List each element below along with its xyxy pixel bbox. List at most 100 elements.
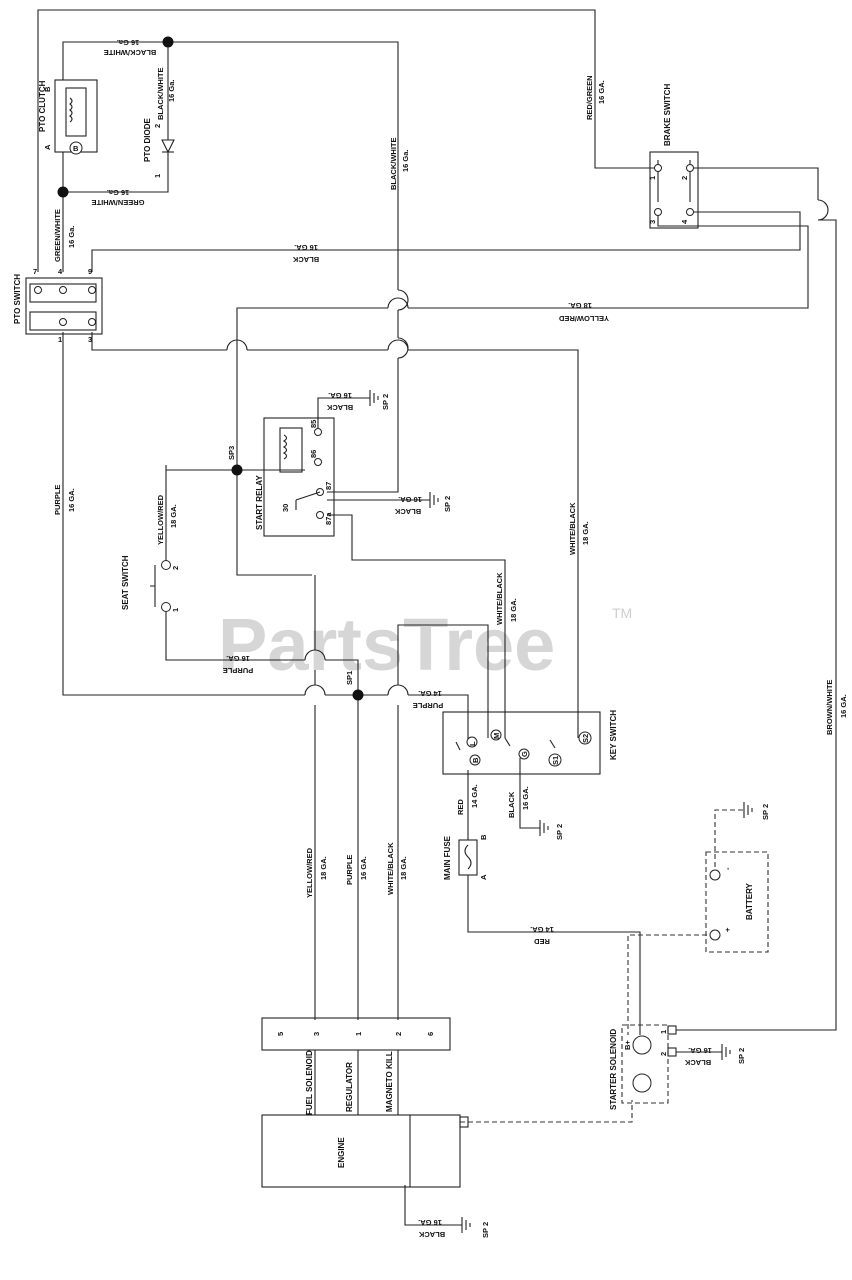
wire-red-batt-ga: 14 GA. <box>530 925 554 934</box>
seat-switch-pin-2: 2 <box>171 566 180 570</box>
wire-black-sol-color: BLACK <box>684 1058 711 1067</box>
wire-bw-vert-color: BLACK/WHITE <box>389 138 398 191</box>
wire-yr-eng-ga: 18 GA. <box>319 856 328 880</box>
starter-solenoid[interactable]: B+ 1 2 STARTER SOLENOID <box>609 1024 677 1110</box>
pto-switch-pin-9: 9 <box>88 267 92 276</box>
wire-purple-key-color: PURPLE <box>413 701 443 710</box>
wire-black-eng-ga: 16 GA. <box>418 1218 442 1227</box>
seat-switch-pin-1: 1 <box>171 608 180 612</box>
main-fuse[interactable]: B A MAIN FUSE <box>443 834 488 880</box>
wire-gw-clutch-color: GREEN/WHITE <box>92 198 145 207</box>
start-relay[interactable]: 85 86 87 87a 30 START RELAY <box>255 417 335 537</box>
pto-switch-pin-1: 1 <box>58 335 62 344</box>
ground-relay87-label: SP 2 <box>443 496 452 512</box>
splice-dot-top <box>162 36 174 48</box>
ground-engine: SP 2 <box>461 1217 490 1238</box>
ground-solenoid-label: SP 2 <box>737 1048 746 1064</box>
brake-switch[interactable]: 1 2 3 4 BRAKE SWITCH <box>648 84 699 229</box>
wire-rg-ga: 16 GA. <box>597 80 606 104</box>
seat-switch-label: SEAT SWITCH <box>121 555 130 610</box>
wire-wb-relay-ga: 18 GA. <box>509 598 518 622</box>
engine-label: ENGINE <box>337 1137 346 1168</box>
pto-switch-pin-4: 4 <box>58 267 63 276</box>
wire-black-pto-color: BLACK <box>292 255 319 264</box>
seat-switch[interactable]: 2 1 SEAT SWITCH <box>121 555 180 612</box>
engine-connector-pin-2: 2 <box>394 1032 403 1036</box>
wire-purple-eng-color: PURPLE <box>345 855 354 885</box>
key-switch-pin-b: B <box>471 757 480 763</box>
engine-connector-pin-1: 1 <box>354 1032 363 1036</box>
pto-switch-pin-7: 7 <box>33 267 37 276</box>
battery[interactable]: - + BATTERY <box>705 851 769 953</box>
wire-black-key-color: BLACK <box>507 791 516 818</box>
ground-engine-label: SP 2 <box>481 1222 490 1238</box>
wire-black-eng-color: BLACK <box>418 1230 445 1239</box>
brake-switch-pin-1: 1 <box>648 176 657 180</box>
wire-brw-color: BROWN/WHITE <box>825 680 834 735</box>
pto-switch-label: PTO SWITCH <box>13 274 22 324</box>
brake-switch-pin-3: 3 <box>648 220 657 224</box>
watermark-text: PartsTree <box>218 603 555 686</box>
pto-clutch-pin-b: B <box>43 86 52 92</box>
engine-connector-pin-5: 5 <box>276 1032 285 1036</box>
wire-wb-eng-color: WHITE/BLACK <box>386 842 395 895</box>
brake-switch-pin-2: 2 <box>680 176 689 180</box>
wire-relay87-ga: 16 GA. <box>398 495 422 504</box>
wire-bw-top-ga: 16 Ga. <box>117 38 140 47</box>
engine-connector-pin-6: 6 <box>426 1032 435 1036</box>
wire-black-key-ga: 16 GA. <box>521 786 530 810</box>
wire-red-batt-color: RED <box>534 937 550 946</box>
start-relay-label: START RELAY <box>255 475 264 530</box>
main-fuse-label: MAIN FUSE <box>443 835 452 880</box>
wire-black-pto-ga: 16 GA. <box>294 243 318 252</box>
wire-gw-vert-color: GREEN/WHITE <box>53 209 62 262</box>
ground-relay85-label: SP 2 <box>381 394 390 410</box>
fuel-solenoid-label: FUEL SOLENOID <box>305 1050 314 1115</box>
wire-wb-relay-color: WHITE/BLACK <box>495 572 504 625</box>
ground-key-label: SP 2 <box>555 824 564 840</box>
key-switch-pin-m: M <box>492 733 501 739</box>
wire-labels: 16 Ga. BLACK/WHITE BLACK/WHITE 16 Ga. 16… <box>53 38 848 1239</box>
pto-diode-pin-1: 1 <box>153 174 162 178</box>
ground-key: SP 2 <box>539 820 564 840</box>
splice-sp3-label: SP3 <box>227 446 236 460</box>
start-relay-pin-86: 86 <box>309 450 318 458</box>
starter-solenoid-pin-b: B+ <box>623 1040 632 1050</box>
key-switch-pin-s1: S1 <box>551 756 560 765</box>
pto-diode[interactable]: 2 1 PTO DIODE <box>143 117 175 178</box>
wire-yr-eng-color: YELLOW/RED <box>305 847 314 898</box>
ground-solenoid: SP 2 <box>721 1044 746 1064</box>
engine-connector-pin-3: 3 <box>312 1032 321 1036</box>
pto-diode-label: PTO DIODE <box>143 117 152 162</box>
brake-switch-label: BRAKE SWITCH <box>663 84 672 146</box>
wire-purple-seat-ga: 16 GA. <box>226 654 250 663</box>
key-switch-pin-g: G <box>520 751 529 757</box>
pto-clutch-label: PTO CLUTCH <box>38 80 47 132</box>
key-switch[interactable]: L B M G S1 S2 KEY SWITCH <box>442 710 618 775</box>
engine-connector[interactable]: 5 3 1 2 6 FUEL SOLENOID REGULATOR MAGNET… <box>261 1017 451 1115</box>
splice-sp1-dot <box>352 689 364 701</box>
wire-purple-eng-ga: 16 GA. <box>359 856 368 880</box>
engine[interactable]: ENGINE <box>261 1114 469 1188</box>
wires <box>37 9 837 1226</box>
pto-switch[interactable]: 7 4 9 1 3 PTO SWITCH <box>13 267 103 344</box>
starter-solenoid-pin-1: 1 <box>659 1030 668 1034</box>
start-relay-pin-85: 85 <box>309 420 318 428</box>
pto-clutch[interactable]: B B A PTO CLUTCH <box>38 79 98 155</box>
wire-crossovers <box>226 297 409 696</box>
wire-bw-top-color: BLACK/WHITE <box>104 48 157 57</box>
starter-solenoid-label: STARTER SOLENOID <box>609 1029 618 1110</box>
wire-wb-eng-ga: 18 GA. <box>399 856 408 880</box>
start-relay-pin-87: 87 <box>324 482 333 490</box>
wire-gw-vert-ga: 16 Ga. <box>67 225 76 248</box>
wire-purple-left-color: PURPLE <box>53 485 62 515</box>
wire-yr-long-ga: 18 GA. <box>568 301 592 310</box>
starter-solenoid-pin-2: 2 <box>659 1052 668 1056</box>
wire-purple-seat-color: PURPLE <box>223 666 253 675</box>
pto-switch-pin-3: 3 <box>88 335 92 344</box>
start-relay-pin-30: 30 <box>281 504 290 512</box>
wire-black-sol-ga: 16 GA. <box>688 1046 712 1055</box>
wire-relay87-color: BLACK <box>394 507 421 516</box>
wire-red-fuse-ga: 14 GA. <box>470 784 479 808</box>
